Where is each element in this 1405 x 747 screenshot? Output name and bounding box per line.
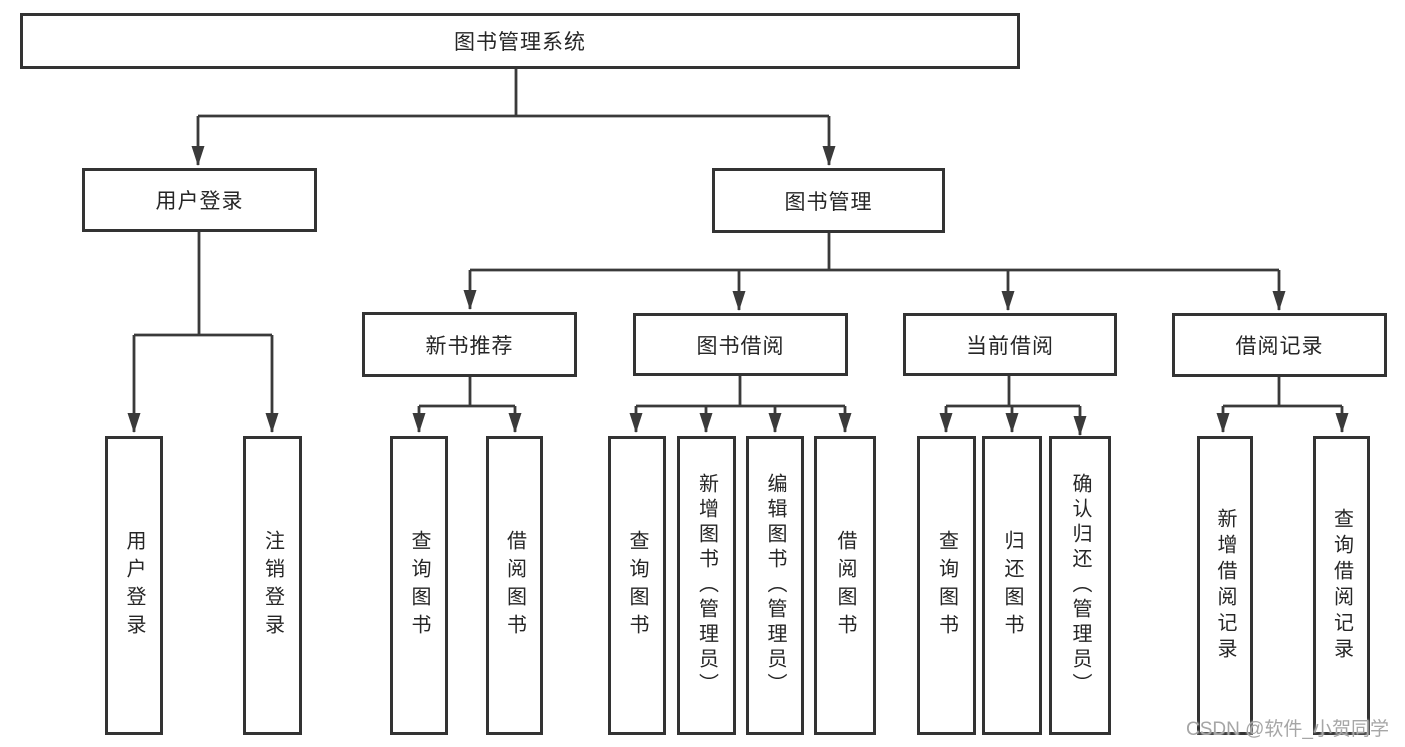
node-book-borrow: 图书借阅: [633, 313, 848, 376]
node-borrow-record: 借阅记录: [1172, 313, 1387, 377]
node-user-login-label: 用户登录: [155, 190, 244, 213]
node-current-borrow: 当前借阅: [903, 313, 1117, 376]
node-book-mgmt: 图书管理: [712, 168, 945, 233]
leaf-current-confirm-admin-label: 确认归还（管理员）: [1069, 473, 1091, 698]
leaf-user-login: 用户登录: [105, 436, 163, 735]
node-borrow-record-label: 借阅记录: [1235, 335, 1324, 358]
root-connectors: [191, 68, 836, 166]
user-login-connectors: [127, 232, 279, 433]
node-user-login: 用户登录: [82, 168, 317, 232]
leaf-current-return: 归还图书: [982, 436, 1042, 735]
leaf-record-query-label: 查询借阅记录: [1330, 507, 1353, 664]
leaf-borrow-edit-admin-label: 编辑图书（管理员）: [764, 473, 786, 698]
leaf-user-login-label: 用户登录: [123, 529, 145, 642]
node-system-root-label: 图书管理系统: [454, 31, 586, 54]
current-borrow-connectors: [939, 376, 1087, 436]
leaf-borrow-book: 借阅图书: [814, 436, 876, 735]
leaf-borrow-add-admin-label: 新增图书（管理员）: [695, 473, 718, 698]
leaf-current-query-label: 查询图书: [935, 529, 958, 642]
leaf-newbook-query-label: 查询图书: [408, 529, 430, 642]
new-book-rec-connectors: [412, 377, 522, 433]
node-system-root: 图书管理系统: [20, 13, 1020, 69]
node-new-book-rec: 新书推荐: [362, 312, 577, 377]
leaf-newbook-borrow: 借阅图书: [486, 436, 543, 735]
leaf-current-query: 查询图书: [917, 436, 976, 735]
leaf-record-query: 查询借阅记录: [1313, 436, 1370, 735]
leaf-borrow-query-label: 查询图书: [626, 529, 648, 642]
node-book-mgmt-label: 图书管理: [784, 190, 873, 214]
leaf-logout-label: 注销登录: [261, 529, 284, 642]
leaf-borrow-edit-admin: 编辑图书（管理员）: [746, 436, 804, 735]
leaf-newbook-query: 查询图书: [390, 436, 448, 735]
leaf-borrow-book-label: 借阅图书: [834, 529, 856, 642]
book-borrow-connectors: [629, 376, 852, 433]
node-book-borrow-label: 图书借阅: [696, 334, 785, 358]
leaf-record-add-label: 新增借阅记录: [1214, 507, 1236, 664]
node-current-borrow-label: 当前借阅: [966, 334, 1054, 358]
leaf-borrow-add-admin: 新增图书（管理员）: [677, 436, 736, 735]
borrow-record-connectors: [1216, 377, 1349, 433]
leaf-logout: 注销登录: [243, 436, 302, 735]
node-new-book-rec-label: 新书推荐: [425, 334, 514, 358]
leaf-record-add: 新增借阅记录: [1197, 436, 1253, 735]
watermark: CSDN @软件_小贺同学: [1186, 719, 1389, 740]
leaf-newbook-borrow-label: 借阅图书: [503, 529, 526, 642]
book-mgmt-connectors: [463, 233, 1286, 311]
leaf-current-confirm-admin: 确认归还（管理员）: [1049, 436, 1111, 735]
leaf-borrow-query: 查询图书: [608, 436, 666, 735]
leaf-current-return-label: 归还图书: [1001, 529, 1023, 642]
